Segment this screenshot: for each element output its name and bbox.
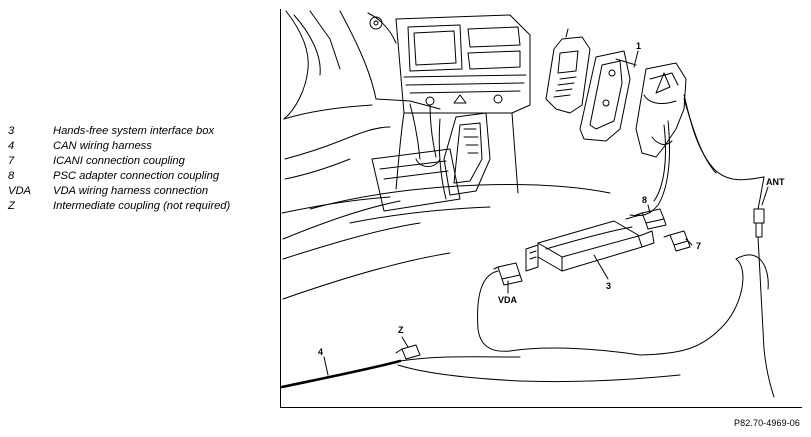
legend: 3 Hands-free system interface box 4 CAN …	[8, 124, 270, 214]
mobile-phone-drawing	[545, 28, 591, 114]
legend-key: 4	[8, 140, 15, 152]
dashboard-drawing	[282, 10, 451, 300]
legend-item: 7 ICANI connection coupling	[8, 154, 270, 169]
figure-code: P82.70-4969-06	[734, 418, 800, 428]
callout-8-label: 8	[642, 195, 647, 205]
phone-bracket-drawing	[635, 62, 687, 158]
callout-ant-label: ANT	[766, 177, 785, 187]
callout-7-label: 7	[696, 241, 701, 251]
legend-description: VDA wiring harness connection	[53, 185, 209, 197]
callout-4-label: 4	[318, 347, 323, 357]
mount-cable-drawing	[629, 120, 769, 356]
legend-key: VDA	[8, 185, 32, 197]
installation-diagram: 1 8 7 3 VDA Z 4 ANT	[280, 10, 785, 398]
interface-box-drawing	[525, 214, 655, 272]
legend-description: CAN wiring harness	[53, 140, 152, 152]
legend-item: 8 PSC adapter connection coupling	[8, 169, 270, 184]
legend-key: Z	[8, 200, 15, 212]
legend-item: 4 CAN wiring harness	[8, 139, 270, 154]
legend-description: Hands-free system interface box	[53, 125, 215, 137]
phone-holder-drawing	[579, 50, 637, 142]
callout-3-label: 3	[606, 281, 611, 291]
legend-key: 3	[8, 125, 15, 137]
legend-description: ICANI connection coupling	[53, 155, 185, 167]
legend-description: PSC adapter connection coupling	[53, 170, 220, 182]
center-console-drawing	[281, 14, 611, 224]
legend-item: Z Intermediate coupling (not required)	[8, 199, 270, 214]
legend-key: 8	[8, 170, 15, 182]
callout-z-label: Z	[398, 325, 404, 335]
callout-vda-label: VDA	[498, 295, 518, 305]
can-harness-drawing	[280, 344, 681, 389]
phone-cradle-side-drawing	[438, 112, 491, 200]
vda-harness-drawing	[477, 262, 641, 356]
legend-description: Intermediate coupling (not required)	[53, 200, 231, 212]
coupling-8-drawing	[635, 208, 667, 230]
legend-item: VDA VDA wiring harness connection	[8, 184, 270, 199]
callout-1-label: 1	[636, 41, 641, 51]
legend-item: 3 Hands-free system interface box	[8, 124, 270, 139]
coupling-7-drawing	[663, 230, 691, 252]
antenna-cable-drawing	[683, 94, 775, 398]
figure-frame	[280, 9, 802, 408]
callout-leaders	[323, 50, 769, 376]
legend-key: 7	[8, 155, 15, 167]
